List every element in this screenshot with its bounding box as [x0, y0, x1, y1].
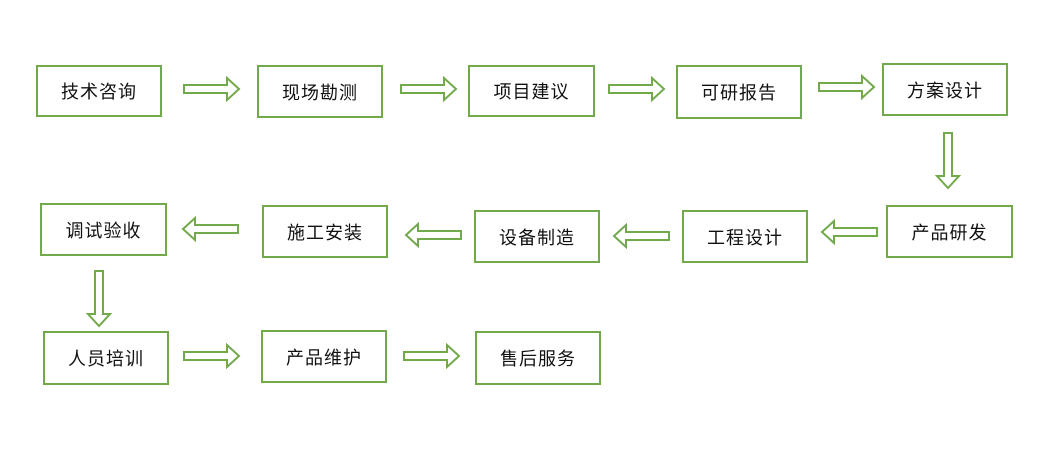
arrow-right-4: [818, 73, 876, 101]
step-label: 项目建议: [493, 82, 570, 103]
step-project-proposal: 项目建议: [468, 65, 595, 117]
step-solution-design: 方案设计: [882, 63, 1008, 116]
step-label: 人员培训: [68, 349, 144, 370]
step-label: 产品维护: [286, 347, 362, 369]
step-engineering-design: 工程设计: [682, 210, 808, 263]
arrow-left-2: [612, 222, 670, 250]
step-product-maintenance: 产品维护: [261, 330, 387, 383]
step-label: 售后服务: [500, 349, 576, 370]
step-after-sales-service: 售后服务: [475, 331, 601, 385]
step-label: 现场勘测: [282, 82, 358, 104]
step-label: 可研报告: [701, 83, 777, 104]
step-label: 产品研发: [911, 222, 988, 244]
step-feasibility-report: 可研报告: [676, 65, 802, 119]
step-label: 设备制造: [499, 227, 575, 249]
arrow-left-4: [181, 215, 239, 243]
arrow-down-2: [85, 270, 113, 328]
step-label: 调试验收: [65, 220, 142, 242]
step-label: 技术咨询: [61, 82, 137, 103]
step-label: 施工安装: [287, 222, 363, 244]
step-construction-installation: 施工安装: [262, 205, 388, 258]
arrow-right-2: [400, 75, 458, 103]
arrow-right-3: [608, 75, 666, 103]
step-label: 方案设计: [907, 80, 983, 102]
step-site-survey: 现场勘测: [257, 65, 383, 118]
step-product-rd: 产品研发: [886, 205, 1013, 258]
arrow-right-6: [403, 342, 461, 370]
arrow-down-1: [934, 132, 962, 190]
step-label: 工程设计: [707, 227, 783, 249]
arrow-left-1: [820, 218, 878, 246]
arrow-right-1: [183, 75, 241, 103]
step-commissioning-acceptance: 调试验收: [40, 203, 167, 256]
step-tech-consulting: 技术咨询: [36, 65, 162, 117]
step-equipment-manufacturing: 设备制造: [474, 210, 600, 263]
arrow-right-5: [183, 342, 241, 370]
step-personnel-training: 人员培训: [43, 331, 169, 385]
arrow-left-3: [404, 221, 462, 249]
